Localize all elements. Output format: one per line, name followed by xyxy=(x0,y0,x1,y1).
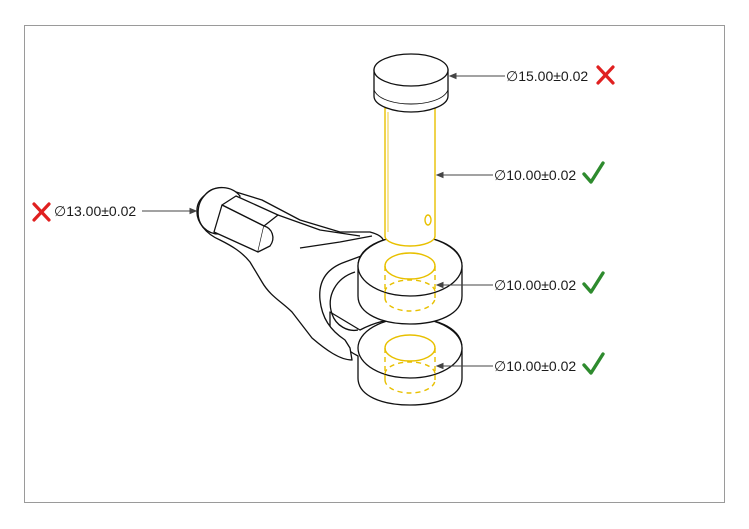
flat-key-rounded-end xyxy=(257,225,274,253)
upper-bore-bottom xyxy=(384,297,436,312)
pin-head-chamfer xyxy=(373,89,449,105)
pin-shaft xyxy=(384,107,436,247)
dim-label-upper-bore: ∅10.00±0.02 xyxy=(494,277,576,293)
pin-head-top xyxy=(373,53,449,87)
dim-label-lower-bore: ∅10.00±0.02 xyxy=(494,358,576,374)
pin-hole xyxy=(424,214,432,226)
check-icon xyxy=(582,271,605,294)
arm-top-edge xyxy=(277,214,361,237)
leader-lines xyxy=(142,72,505,370)
cross-icon xyxy=(32,202,51,222)
dim-label-head: ∅15.00±0.02 xyxy=(506,68,588,84)
lower-bore-bottom xyxy=(384,379,436,394)
drawing-border xyxy=(24,25,725,503)
pin-head xyxy=(373,53,449,113)
lower-fork-top-face xyxy=(357,317,463,379)
upper-bore-mid xyxy=(384,279,436,293)
cross-icon xyxy=(596,65,615,85)
check-icon xyxy=(582,161,605,184)
arrow-lower-bore xyxy=(435,362,444,370)
arm-step-edge xyxy=(299,235,373,249)
arrow-shaft xyxy=(189,207,198,215)
dim-label-shaft: ∅13.00±0.02 xyxy=(54,203,136,219)
pin-part xyxy=(384,107,436,247)
check-icon xyxy=(582,352,605,375)
dim-label-pin: ∅10.00±0.02 xyxy=(494,167,576,183)
arrow-pin xyxy=(435,171,444,179)
lower-bore-mid xyxy=(384,361,436,375)
bore-highlights xyxy=(384,252,436,394)
arm-inner-curve xyxy=(329,271,359,332)
arrow-head xyxy=(448,72,457,80)
clevis-part xyxy=(196,186,463,406)
arrow-upper-bore xyxy=(435,281,444,289)
